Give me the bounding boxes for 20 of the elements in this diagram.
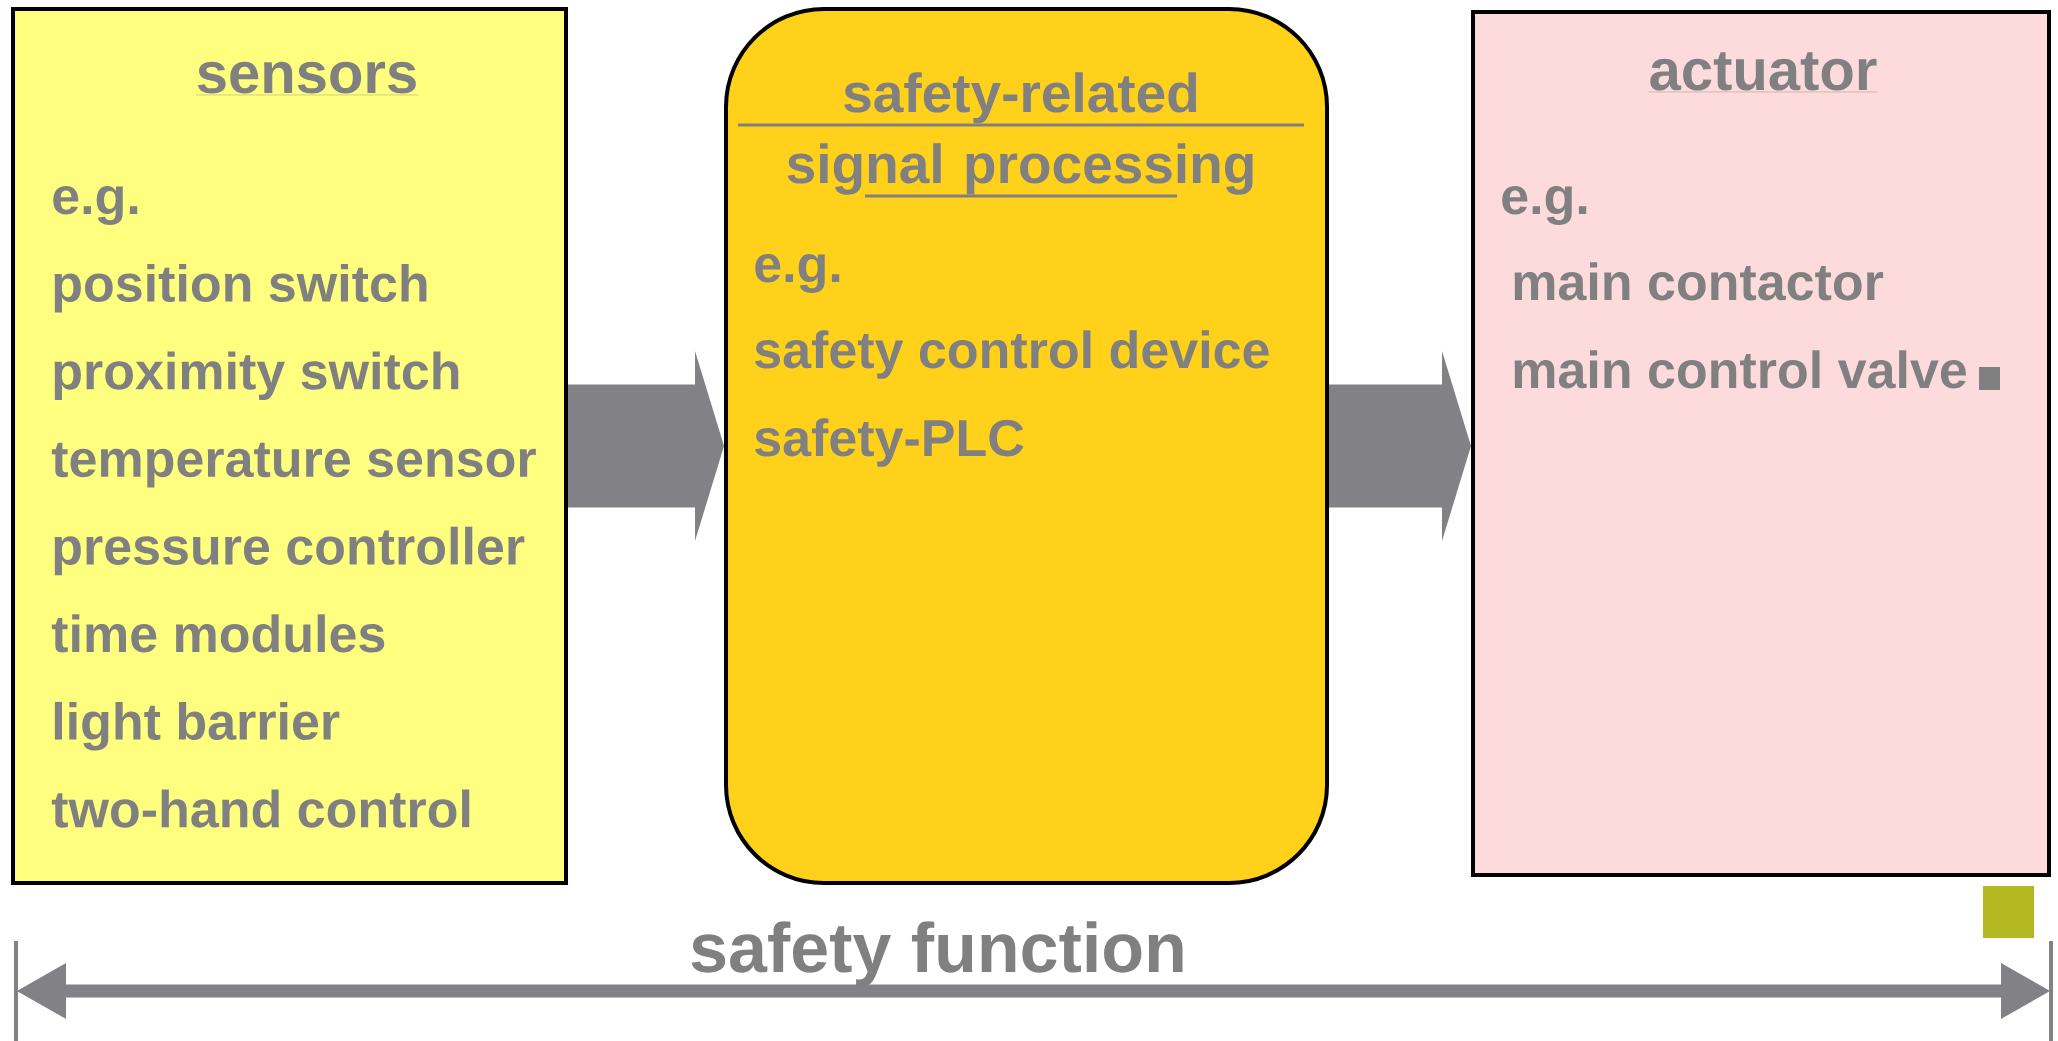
list-item: pressure controller — [54, 526, 525, 576]
dimension-label: safety function — [691, 921, 1183, 987]
list-item: e.g. — [755, 254, 840, 293]
list-item: two-hand control — [51, 789, 470, 828]
list-item: main contactor — [1514, 262, 1884, 301]
list-item: safety-PLC — [755, 418, 1024, 467]
block-arrow — [568, 351, 724, 541]
list-item: safety control device — [755, 330, 1269, 379]
list-item: e.g. — [1502, 185, 1587, 225]
list-item: light barrier — [54, 701, 340, 751]
list-item: time modules — [51, 614, 385, 653]
list-item: temperature sensor — [51, 442, 536, 488]
heading: safety-related signal processing — [738, 72, 1304, 198]
list-item: e.g. — [53, 185, 138, 225]
heading: sensors — [195, 61, 419, 96]
list-item: proximity switch — [54, 351, 459, 400]
list-item: position switch — [54, 263, 427, 313]
heading: actuator — [1648, 52, 1878, 93]
block-arrow — [1329, 351, 1471, 541]
list-item: main control valve — [1514, 350, 1966, 389]
